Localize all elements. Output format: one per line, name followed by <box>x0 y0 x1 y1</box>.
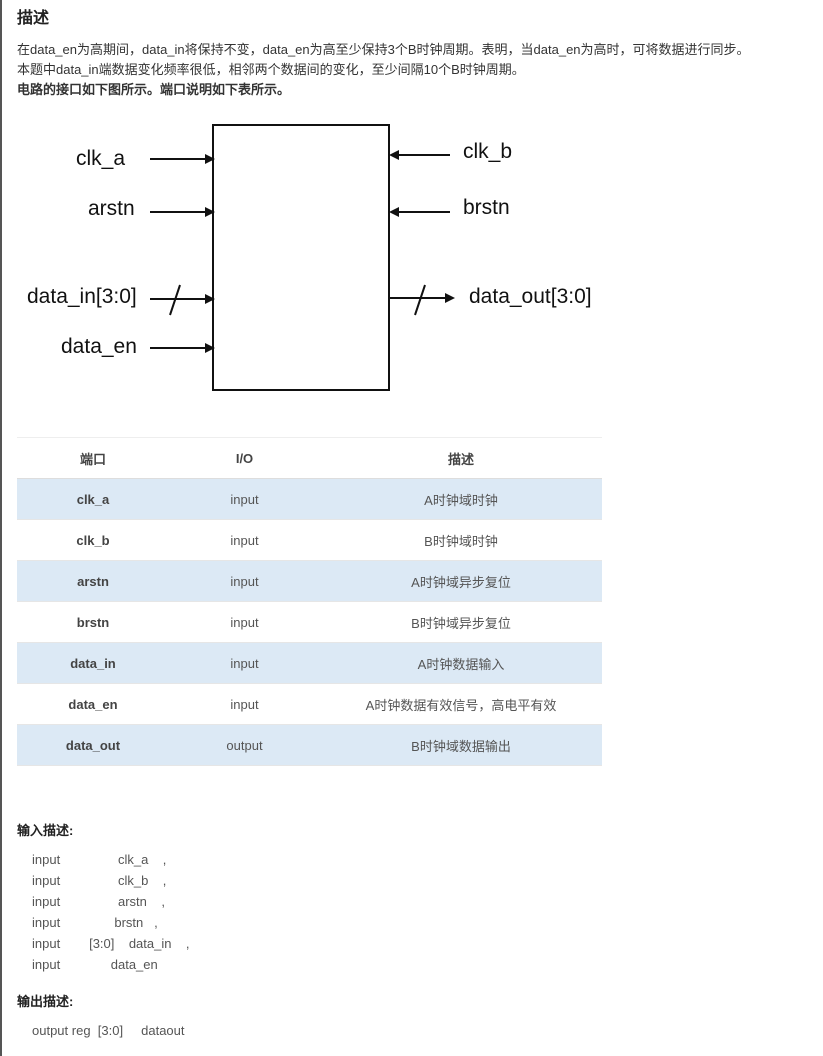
table-row: data_out output B时钟域数据输出 <box>17 724 602 766</box>
io-cell: input <box>169 478 320 520</box>
section-title: 描述 <box>17 10 50 27</box>
desc-cell: A时钟域时钟 <box>320 478 602 520</box>
output-desc-title: 输出描述: <box>17 994 74 1009</box>
port-table: 端口 I/O 描述 clk_a input A时钟域时钟 clk_b input… <box>17 437 602 766</box>
port-cell: data_en <box>17 683 169 725</box>
module-box <box>212 124 390 391</box>
port-cell: data_out <box>17 724 169 766</box>
data_out-bus-slash <box>414 284 426 316</box>
table-row: arstn input A时钟域异步复位 <box>17 560 602 602</box>
io-cell: output <box>169 724 320 766</box>
interface-diagram: clk_a arstn data_in[3:0] data_en clk_b b… <box>17 110 617 410</box>
port-cell: brstn <box>17 601 169 643</box>
left-border <box>0 0 2 1056</box>
input-desc-line: input [3:0] data_in , <box>32 936 190 951</box>
header-desc: 描述 <box>320 437 602 479</box>
input-desc-title: 输入描述: <box>17 823 74 838</box>
table-row: clk_a input A时钟域时钟 <box>17 478 602 520</box>
label-brstn: brstn <box>463 196 510 219</box>
port-cell: data_in <box>17 642 169 684</box>
label-data_en: data_en <box>61 335 137 358</box>
table-row: clk_b input B时钟域时钟 <box>17 519 602 561</box>
label-data_out: data_out[3:0] <box>469 285 592 308</box>
data_in-bus-slash <box>169 284 181 316</box>
input-desc-line: input data_en <box>32 957 158 972</box>
io-cell: input <box>169 601 320 643</box>
description-line-3: 电路的接口如下图所示。端口说明如下表所示。 <box>17 82 291 97</box>
port-cell: arstn <box>17 560 169 602</box>
port-cell: clk_a <box>17 478 169 520</box>
desc-cell: A时钟数据输入 <box>320 642 602 684</box>
table-row: brstn input B时钟域异步复位 <box>17 601 602 643</box>
label-arstn: arstn <box>88 197 135 220</box>
io-cell: input <box>169 560 320 602</box>
input-desc-line: input clk_a , <box>32 852 167 867</box>
label-data_in: data_in[3:0] <box>27 285 137 308</box>
input-desc-line: input clk_b , <box>32 873 167 888</box>
interface-diagram-svg <box>150 124 455 391</box>
description-line-2: 本题中data_in端数据变化频率很低，相邻两个数据间的变化，至少间隔10个B时… <box>17 62 525 77</box>
label-clk_b: clk_b <box>463 140 513 163</box>
port-cell: clk_b <box>17 519 169 561</box>
io-cell: input <box>169 519 320 561</box>
header-io: I/O <box>169 437 320 479</box>
label-clk_a: clk_a <box>76 147 126 170</box>
io-cell: input <box>169 683 320 725</box>
desc-cell: B时钟域异步复位 <box>320 601 602 643</box>
port-table-header-row: 端口 I/O 描述 <box>17 437 602 479</box>
description-line-1: 在data_en为高期间，data_in将保持不变，data_en为高至少保持3… <box>17 42 750 57</box>
desc-cell: B时钟域数据输出 <box>320 724 602 766</box>
output-desc-line: output reg [3:0] dataout <box>32 1023 185 1038</box>
input-desc-line: input brstn , <box>32 915 158 930</box>
desc-cell: A时钟数据有效信号，高电平有效 <box>320 683 602 725</box>
input-desc-line: input arstn , <box>32 894 165 909</box>
table-row: data_en input A时钟数据有效信号，高电平有效 <box>17 683 602 725</box>
header-port: 端口 <box>17 437 169 479</box>
desc-cell: B时钟域时钟 <box>320 519 602 561</box>
io-cell: input <box>169 642 320 684</box>
desc-cell: A时钟域异步复位 <box>320 560 602 602</box>
table-row: data_in input A时钟数据输入 <box>17 642 602 684</box>
